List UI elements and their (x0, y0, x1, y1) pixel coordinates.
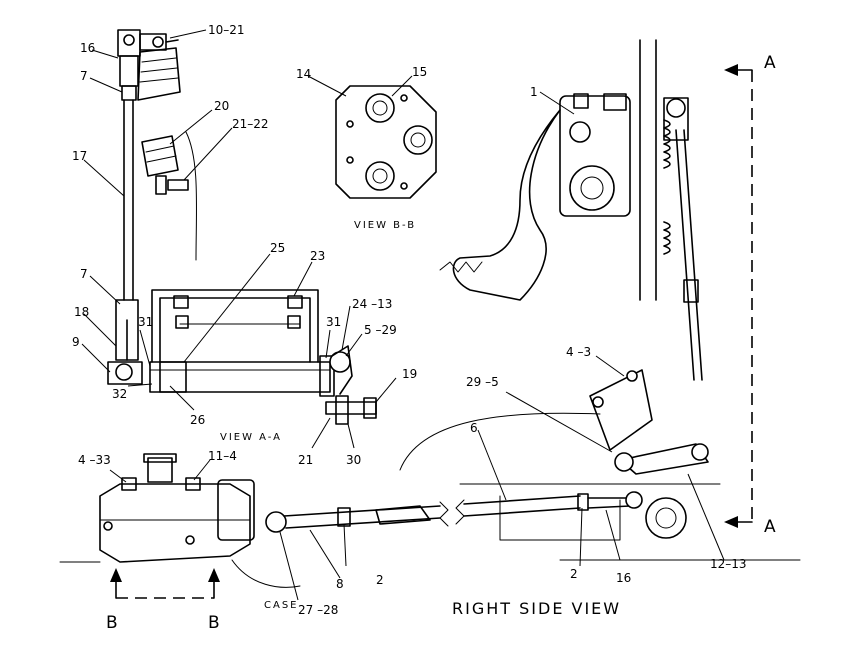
callout-31-left: 31 (138, 315, 153, 329)
section-b-right: B (208, 613, 220, 633)
callout-10-21: 10–21 (208, 23, 245, 37)
upper-rod-assembly (117, 29, 198, 301)
callout-4-33: 4 –33 (78, 453, 111, 467)
caption-view-b-b: VIEW B-B (354, 220, 416, 231)
brake-pedal-assembly (399, 39, 801, 561)
view-b-b-drawing (335, 85, 437, 199)
callout-19: 19 (402, 367, 417, 381)
callout-27-28: 27 –28 (298, 603, 338, 617)
callout-24-13: 24 –13 (352, 297, 392, 311)
callout-2-left: 2 (376, 573, 384, 587)
callout-21-22: 21–22 (232, 117, 269, 131)
callout-31-right: 31 (326, 315, 341, 329)
callout-7-lower: 7 (80, 267, 88, 281)
callout-5-29: 5 –29 (364, 323, 397, 337)
callout-26: 26 (190, 413, 205, 427)
callout-32: 32 (112, 387, 127, 401)
section-letters: A A B B (106, 53, 776, 633)
callout-16-right: 16 (616, 571, 631, 585)
view-a-a-drawing (107, 289, 377, 425)
callout-1: 1 (530, 85, 538, 99)
callout-12-13: 12–13 (710, 557, 747, 571)
section-marker-a (724, 64, 753, 528)
callout-30: 30 (346, 453, 361, 467)
callout-21: 21 (298, 453, 313, 467)
callout-2-right: 2 (570, 567, 578, 581)
section-b-left: B (106, 613, 118, 633)
caption-view-a-a: VIEW A-A (220, 432, 282, 443)
callout-15: 15 (412, 65, 427, 79)
leader-lines (81, 29, 725, 601)
callout-8: 8 (336, 577, 344, 591)
control-valve-and-rod (59, 453, 643, 588)
section-marker-b (110, 568, 220, 599)
caption-right-side-view: RIGHT SIDE VIEW (452, 599, 621, 618)
callout-4-3: 4 –3 (566, 345, 591, 359)
callout-11-4: 11–4 (208, 449, 237, 463)
callout-23: 23 (310, 249, 325, 263)
section-a-bottom: A (764, 517, 776, 537)
callout-7: 7 (80, 69, 88, 83)
callout-18: 18 (74, 305, 89, 319)
callout-25: 25 (270, 241, 285, 255)
caption-case: CASE (264, 600, 299, 611)
callout-labels: 10–21 16 7 20 21–22 17 14 15 1 25 23 7 1… (72, 23, 747, 617)
callout-29-5: 29 –5 (466, 375, 499, 389)
section-a-top: A (764, 53, 776, 73)
callout-16: 16 (80, 41, 95, 55)
view-captions: VIEW B-B VIEW A-A CASE RIGHT SIDE VIEW (220, 220, 621, 618)
callout-17: 17 (72, 149, 87, 163)
callout-9: 9 (72, 335, 80, 349)
callout-6: 6 (470, 421, 478, 435)
callout-14: 14 (296, 67, 311, 81)
callout-20: 20 (214, 99, 229, 113)
